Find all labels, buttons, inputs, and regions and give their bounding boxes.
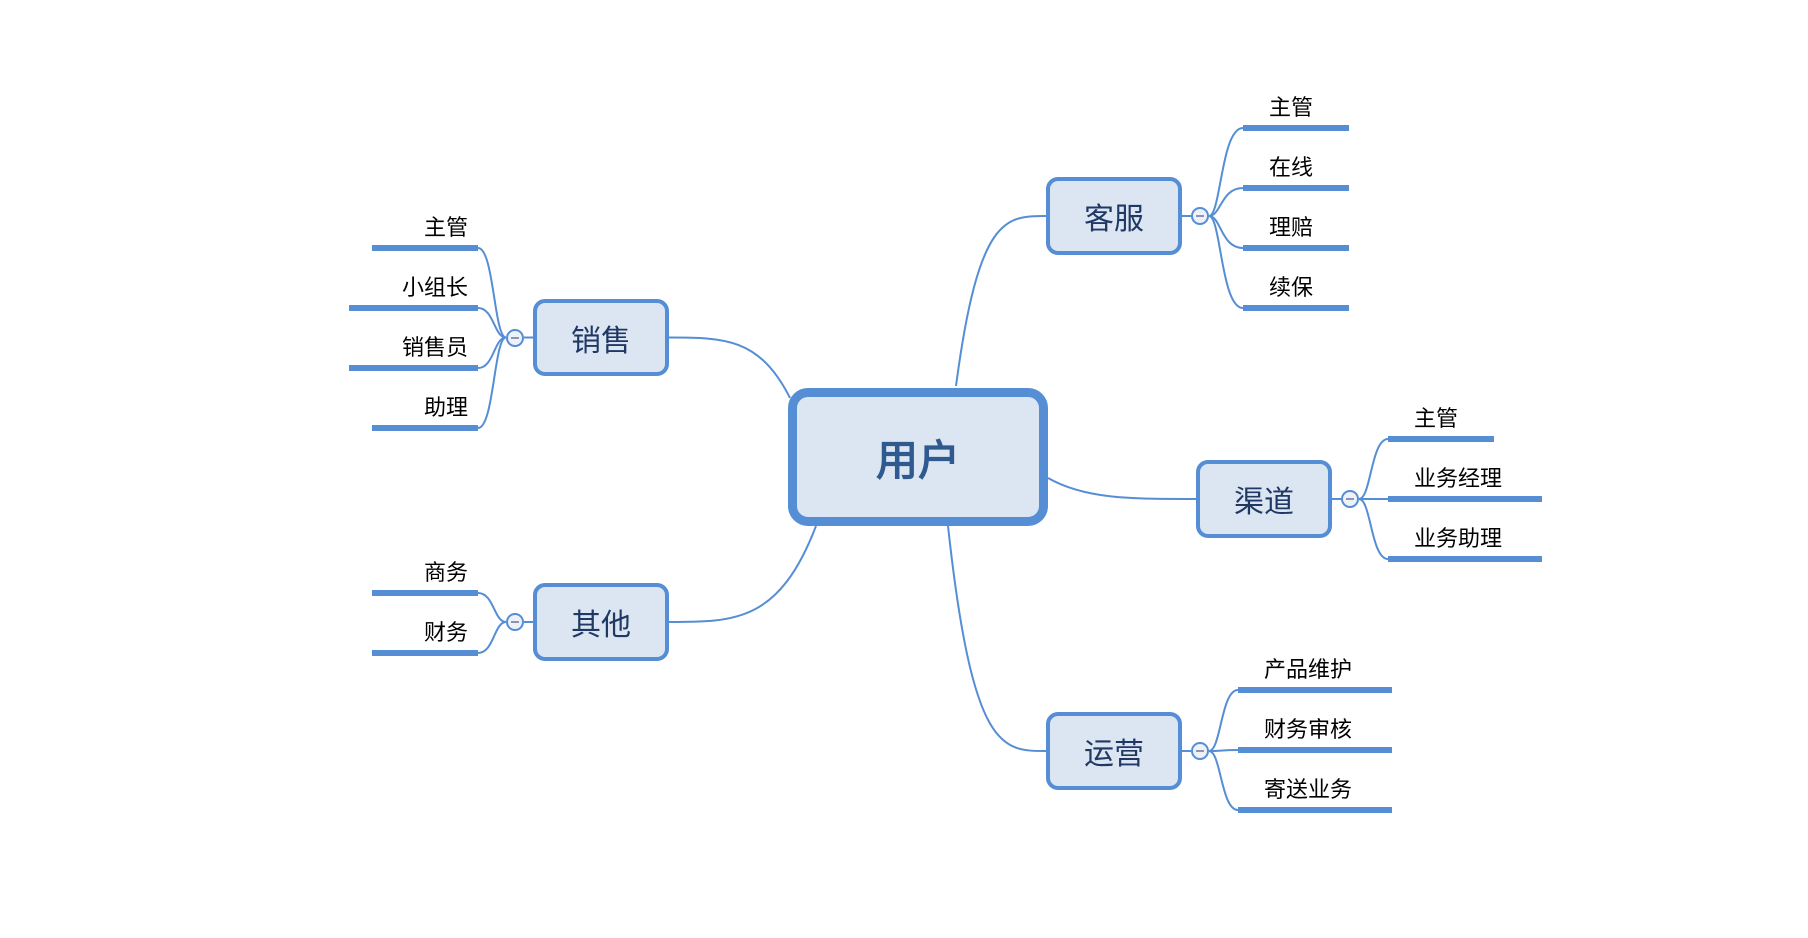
connector-root-yunying <box>947 525 1047 752</box>
connector-leaf-xiaoshou <box>477 247 507 339</box>
connector-leaf-yunying <box>1208 689 1239 752</box>
collapse-minus-icon[interactable] <box>506 328 524 347</box>
connector-root-xiaoshou <box>668 336 791 399</box>
connector-leaf-xiaoshou <box>477 307 507 339</box>
leaf-node-xiaoshou[interactable]: 销售员 <box>401 336 468 361</box>
leaf-underline <box>1243 245 1349 251</box>
leaf-node-yunying[interactable]: 寄送业务 <box>1264 778 1353 803</box>
connector-root-kefu <box>955 215 1047 387</box>
leaf-node-qudao[interactable]: 业务助理 <box>1414 527 1503 552</box>
branch-node-qudao[interactable]: 渠道 <box>1196 460 1332 538</box>
branch-node-xiaoshou[interactable]: 销售 <box>533 299 669 376</box>
collapse-minus-icon[interactable] <box>1191 207 1209 225</box>
connector-leaf-yunying <box>1208 749 1239 752</box>
leaf-underline <box>372 650 478 656</box>
leaf-node-qita[interactable]: 商务 <box>423 561 468 586</box>
leaf-underline <box>372 245 478 251</box>
collapse-minus-icon[interactable] <box>1191 742 1209 760</box>
leaf-underline <box>1238 687 1392 693</box>
leaf-underline <box>1243 125 1349 131</box>
connector-leaf-kefu <box>1208 127 1244 217</box>
leaf-node-yunying[interactable]: 财务审核 <box>1264 718 1353 743</box>
branch-node-yunying[interactable]: 运营 <box>1046 712 1182 790</box>
connector-leaf-qita <box>477 592 507 623</box>
leaf-underline <box>1243 185 1349 191</box>
collapse-minus-icon[interactable] <box>1341 490 1359 508</box>
leaf-node-yunying[interactable]: 产品维护 <box>1264 658 1353 683</box>
connector-root-qudao <box>1047 477 1197 500</box>
leaf-underline <box>349 305 478 311</box>
leaf-underline <box>1243 305 1349 311</box>
leaf-node-xiaoshou[interactable]: 小组长 <box>401 276 468 301</box>
leaf-underline <box>1238 807 1392 813</box>
leaf-node-kefu[interactable]: 主管 <box>1269 96 1314 121</box>
branch-node-qita[interactable]: 其他 <box>533 583 669 661</box>
branch-node-kefu[interactable]: 客服 <box>1046 177 1182 255</box>
leaf-underline <box>349 365 478 371</box>
leaf-node-qudao[interactable]: 主管 <box>1414 407 1459 432</box>
leaf-underline <box>1388 556 1542 562</box>
leaf-underline <box>1388 436 1494 442</box>
connector-leaf-qita <box>477 621 507 654</box>
leaf-node-qudao[interactable]: 业务经理 <box>1414 467 1503 492</box>
leaf-underline <box>1238 747 1392 753</box>
connector-leaf-kefu <box>1208 187 1244 217</box>
root-node[interactable]: 用户 <box>788 388 1048 526</box>
leaf-underline <box>372 590 478 596</box>
collapse-minus-icon[interactable] <box>506 613 524 631</box>
connector-leaf-qudao <box>1358 498 1389 560</box>
leaf-node-kefu[interactable]: 续保 <box>1269 276 1314 301</box>
leaf-underline <box>372 425 478 431</box>
leaf-underline <box>1388 496 1542 502</box>
leaf-node-qita[interactable]: 财务 <box>423 621 468 646</box>
leaf-node-kefu[interactable]: 在线 <box>1269 156 1314 181</box>
leaf-node-xiaoshou[interactable]: 助理 <box>423 396 468 421</box>
leaf-node-xiaoshou[interactable]: 主管 <box>423 216 468 241</box>
connector-leaf-qudao <box>1358 438 1389 500</box>
leaf-node-kefu[interactable]: 理赔 <box>1269 216 1314 241</box>
connector-leaf-kefu <box>1208 215 1244 309</box>
connector-leaf-xiaoshou <box>477 336 507 429</box>
connector-root-qita <box>668 525 817 623</box>
connector-leaf-yunying <box>1208 750 1239 811</box>
